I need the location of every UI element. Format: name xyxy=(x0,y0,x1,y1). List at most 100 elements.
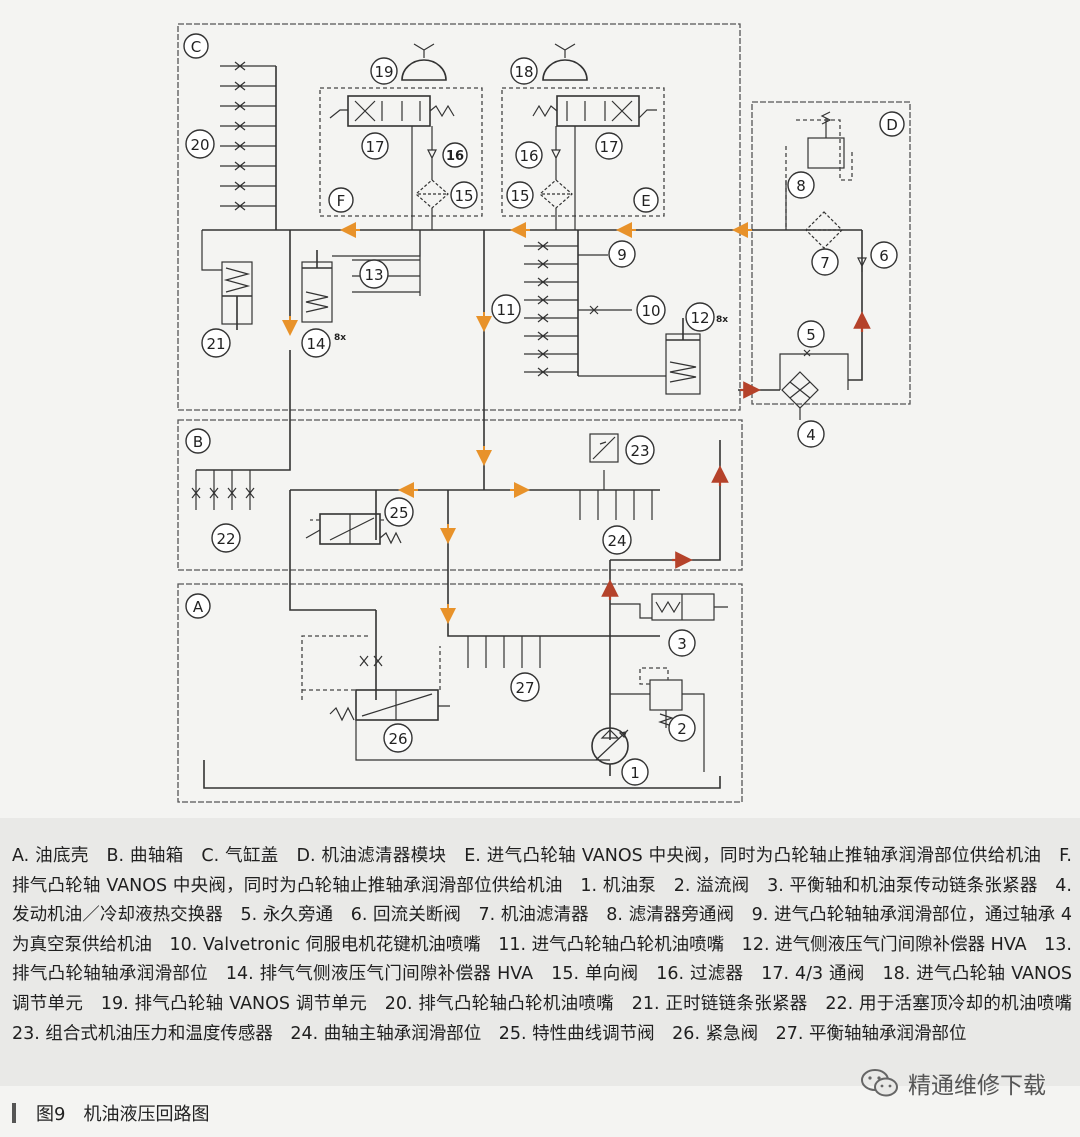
component-label-16a: 16 xyxy=(442,142,468,168)
component-label-26: 26 xyxy=(383,723,413,753)
svg-text:23: 23 xyxy=(630,442,649,460)
exhaust-cam-nozzles xyxy=(220,61,276,211)
pressure-flow-arrows xyxy=(601,311,871,600)
return-flow-arrows xyxy=(282,222,752,624)
intake-hva xyxy=(665,318,701,395)
svg-text:10: 10 xyxy=(641,302,660,320)
exhaust-vanos-unit xyxy=(401,43,447,81)
svg-text:5: 5 xyxy=(806,326,816,344)
component-label-17b: 17 xyxy=(595,132,623,160)
svg-text:13: 13 xyxy=(364,266,383,284)
svg-text:D: D xyxy=(886,116,898,134)
region-label-f: F xyxy=(328,187,354,213)
svg-text:6: 6 xyxy=(879,247,889,265)
emergency-valve xyxy=(301,635,610,761)
figure-title: 机油液压回路图 xyxy=(83,1104,210,1125)
watermark: 精通维修下载 xyxy=(860,1066,1046,1100)
svg-text:7: 7 xyxy=(820,254,830,272)
region-label-b: B xyxy=(185,428,211,454)
watermark-text: 精通维修下载 xyxy=(908,1073,1046,1099)
balance-shaft-tensioner xyxy=(610,593,728,621)
region-oil-filter-module xyxy=(751,101,911,405)
intake-check-filter xyxy=(539,179,573,230)
timing-chain-tensioner xyxy=(221,261,253,330)
region-label-a: A xyxy=(185,593,211,619)
svg-text:24: 24 xyxy=(607,532,626,550)
region-label-c: C xyxy=(183,33,209,59)
component-label-6: 6 xyxy=(870,241,898,269)
figure-caption: 图9 机油液压回路图 xyxy=(12,1100,209,1126)
component-label-5: 5 xyxy=(797,320,825,348)
component-label-24: 24 xyxy=(602,525,632,555)
region-exhaust-vanos xyxy=(319,87,483,217)
component-label-10: 10 xyxy=(636,295,666,325)
component-label-9: 9 xyxy=(608,240,636,268)
wechat-icon xyxy=(861,1069,898,1097)
svg-text:B: B xyxy=(193,433,203,451)
pressure-temperature-sensor xyxy=(589,433,619,463)
main-bearing-lines xyxy=(579,470,653,520)
svg-text:18: 18 xyxy=(514,63,533,81)
region-label-d: D xyxy=(879,111,905,137)
svg-text:11: 11 xyxy=(496,301,515,319)
component-label-21: 21 xyxy=(201,328,231,358)
characteristic-control-valve xyxy=(305,513,402,545)
oil-hydraulic-circuit-diagram: C D B A F E xyxy=(177,23,911,803)
svg-text:20: 20 xyxy=(190,136,209,154)
heat-exchanger xyxy=(779,349,849,420)
svg-text:22: 22 xyxy=(216,530,235,548)
svg-text:4: 4 xyxy=(806,426,816,444)
balance-shaft-bearing-lines xyxy=(467,636,541,668)
component-label-2: 2 xyxy=(668,714,696,742)
component-label-3: 3 xyxy=(668,629,696,657)
svg-text:3: 3 xyxy=(677,635,687,653)
region-label-e: E xyxy=(633,187,659,213)
svg-text:2: 2 xyxy=(677,720,687,738)
component-label-4: 4 xyxy=(797,420,825,448)
svg-text:9: 9 xyxy=(617,246,627,264)
hva-count-badge: 8x xyxy=(334,333,346,343)
region-intake-vanos xyxy=(501,87,665,217)
exhaust-hva xyxy=(301,250,333,323)
component-label-1: 1 xyxy=(621,758,649,786)
intake-43-valve xyxy=(532,95,657,127)
figure-number: 图9 xyxy=(36,1104,66,1125)
filter-bypass-valve xyxy=(785,111,853,230)
legend-text: A. 油底壳 B. 曲轴箱 C. 气缸盖 D. 机油滤清器模块 E. 进气凸轮轴… xyxy=(12,846,1080,1044)
svg-text:8: 8 xyxy=(796,177,806,195)
piston-cooling-jets xyxy=(191,470,255,510)
svg-text:C: C xyxy=(191,38,201,56)
component-label-15b: 15 xyxy=(506,181,534,209)
caption-bar xyxy=(12,1103,16,1123)
component-label-11: 11 xyxy=(491,294,521,324)
component-label-17a: 17 xyxy=(361,132,389,160)
component-label-7: 7 xyxy=(811,248,839,276)
oil-filter xyxy=(805,211,843,249)
intake-cam-nozzles xyxy=(524,241,632,377)
component-label-16b: 16 xyxy=(515,141,543,169)
legend-panel: A. 油底壳 B. 曲轴箱 C. 气缸盖 D. 机油滤清器模块 E. 进气凸轮轴… xyxy=(0,818,1080,1086)
component-label-8: 8 xyxy=(787,171,815,199)
svg-text:15: 15 xyxy=(454,187,473,205)
component-label-18: 18 xyxy=(510,57,538,85)
svg-text:27: 27 xyxy=(515,679,534,697)
svg-text:17: 17 xyxy=(365,138,384,156)
svg-text:E: E xyxy=(641,192,650,210)
intake-vanos-unit xyxy=(542,43,588,81)
pressure-relief-valve xyxy=(610,667,705,772)
exhaust-43-valve xyxy=(329,95,455,127)
svg-text:17: 17 xyxy=(599,138,618,156)
svg-text:16: 16 xyxy=(446,149,464,164)
svg-text:16: 16 xyxy=(519,147,538,165)
svg-text:14: 14 xyxy=(306,335,325,353)
svg-text:19: 19 xyxy=(374,63,393,81)
svg-text:12: 12 xyxy=(690,309,709,327)
component-label-14: 14 8x xyxy=(301,328,346,358)
svg-text:15: 15 xyxy=(510,187,529,205)
component-label-23: 23 xyxy=(625,435,655,465)
svg-text:25: 25 xyxy=(389,504,408,522)
component-label-13: 13 xyxy=(359,259,389,289)
component-label-22: 22 xyxy=(211,523,241,553)
region-cylinder-head xyxy=(177,23,741,411)
